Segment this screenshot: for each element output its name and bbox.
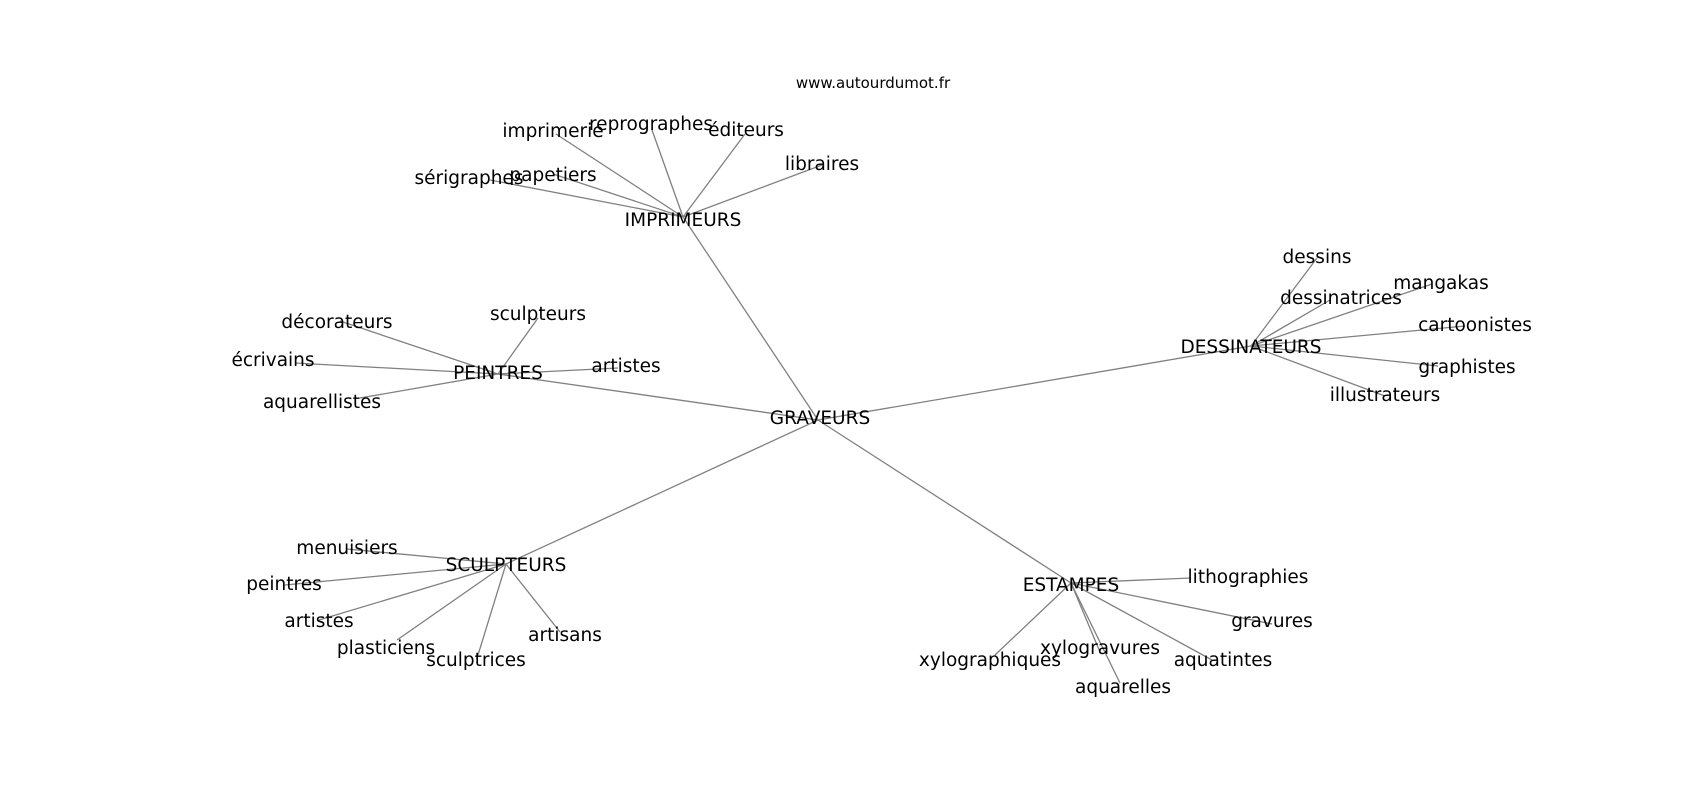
node-graveurs: GRAVEURS: [770, 408, 870, 429]
edge-dessinateurs-mangakas: [1250, 283, 1433, 347]
node-dessinateurs: DESSINATEURS: [1180, 337, 1321, 358]
node-estampes-gravures: gravures: [1231, 611, 1313, 632]
node-sculpteurs-sculptrices: sculptrices: [426, 650, 526, 671]
edge-peintres-artistes: [497, 367, 619, 375]
edge-graveurs-estampes: [817, 419, 1072, 584]
edge-peintres-decorateurs: [339, 320, 499, 375]
edge-graveurs-imprimeurs: [682, 216, 819, 421]
edge-imprimeurs-editeurs: [682, 133, 746, 218]
node-estampes-xylogravures: xylogravures: [1040, 638, 1160, 659]
node-dessinateurs-dessins: dessins: [1283, 247, 1352, 268]
node-peintres-ecrivains: écrivains: [231, 350, 314, 371]
edges-layer: [284, 129, 1466, 684]
edge-dessinateurs-illustrateurs: [1250, 345, 1386, 397]
node-estampes-lithographies: lithographies: [1188, 567, 1309, 588]
edge-estampes-gravures: [1070, 582, 1273, 625]
edge-estampes-lithographies: [1070, 577, 1192, 584]
node-sculpteurs-peintres: peintres: [246, 574, 321, 595]
edge-imprimeurs-imprimerie: [555, 133, 684, 218]
node-sculpteurs-menuisiers: menuisiers: [296, 538, 397, 559]
node-peintres: PEINTRES: [453, 363, 543, 384]
node-dessinateurs-dessinatrices: dessinatrices: [1280, 288, 1402, 309]
node-sculpteurs-artisans: artisans: [528, 625, 602, 646]
edge-estampes-aquarelles: [1070, 582, 1121, 684]
edge-graveurs-sculpteurs: [505, 419, 819, 565]
edge-sculpteurs-sculptrices: [477, 563, 507, 656]
node-peintres-aquarellistes: aquarellistes: [263, 392, 381, 413]
edge-dessinateurs-dessinatrices: [1250, 299, 1331, 347]
edge-sculpteurs-artisans: [505, 563, 561, 633]
edge-imprimeurs-serigraphes: [489, 179, 684, 218]
node-imprimeurs-editeurs: éditeurs: [708, 120, 784, 141]
node-dessinateurs-illustrateurs: illustrateurs: [1330, 385, 1441, 406]
node-imprimeurs-serigraphes: sérigraphes: [415, 168, 524, 189]
edge-sculpteurs-plasticiens: [396, 563, 507, 641]
node-imprimeurs-libraires: libraires: [785, 154, 859, 175]
edge-dessinateurs-graphistes: [1250, 345, 1439, 367]
edge-dessinateurs-cartoonistes: [1250, 325, 1466, 347]
node-imprimeurs-imprimerie: imprimerie: [502, 121, 603, 142]
edge-sculpteurs-peintres: [284, 563, 507, 586]
node-dessinateurs-graphistes: graphistes: [1418, 357, 1515, 378]
node-peintres-decorateurs: décorateurs: [281, 312, 392, 333]
node-peintres-sculpteurs: sculpteurs: [490, 304, 586, 325]
edge-imprimeurs-reprographes: [651, 129, 684, 218]
edge-sculpteurs-artistes: [318, 563, 507, 621]
edge-imprimeurs-papetiers: [552, 173, 684, 218]
edge-peintres-sculpteurs: [497, 317, 539, 375]
node-imprimeurs: IMPRIMEURS: [625, 210, 742, 231]
edge-graveurs-dessinateurs: [817, 345, 1252, 421]
node-sculpteurs-artistes: artistes: [284, 611, 353, 632]
edge-peintres-aquarellistes: [359, 373, 499, 399]
edge-estampes-xylographiques: [994, 582, 1072, 656]
edge-dessinateurs-dessins: [1250, 257, 1318, 347]
labels-layer: www.autourdumot.fr GRAVEURS IMPRIMEURS imp…: [231, 74, 1531, 698]
edge-imprimeurs-libraires: [682, 164, 823, 218]
node-imprimeurs-papetiers: papetiers: [509, 165, 596, 186]
edge-estampes-xylogravures: [1070, 582, 1101, 653]
edge-graveurs-peintres: [497, 373, 819, 421]
watermark-text: www.autourdumot.fr: [796, 74, 951, 92]
node-estampes-aquatintes: aquatintes: [1174, 650, 1273, 671]
edge-sculpteurs-menuisiers: [346, 548, 507, 565]
edge-peintres-ecrivains: [294, 362, 499, 375]
node-imprimeurs-reprographes: reprographes: [589, 114, 713, 135]
node-peintres-artistes: artistes: [591, 356, 660, 377]
edge-estampes-aquatintes: [1070, 582, 1213, 661]
node-estampes-xylographiques: xylographiques: [919, 650, 1061, 671]
node-estampes: ESTAMPES: [1023, 575, 1120, 596]
node-estampes-aquarelles: aquarelles: [1075, 677, 1171, 698]
node-sculpteurs-plasticiens: plasticiens: [337, 638, 435, 659]
node-dessinateurs-cartoonistes: cartoonistes: [1418, 315, 1532, 336]
node-sculpteurs: SCULPTEURS: [446, 555, 567, 576]
node-dessinateurs-mangakas: mangakas: [1393, 273, 1489, 294]
